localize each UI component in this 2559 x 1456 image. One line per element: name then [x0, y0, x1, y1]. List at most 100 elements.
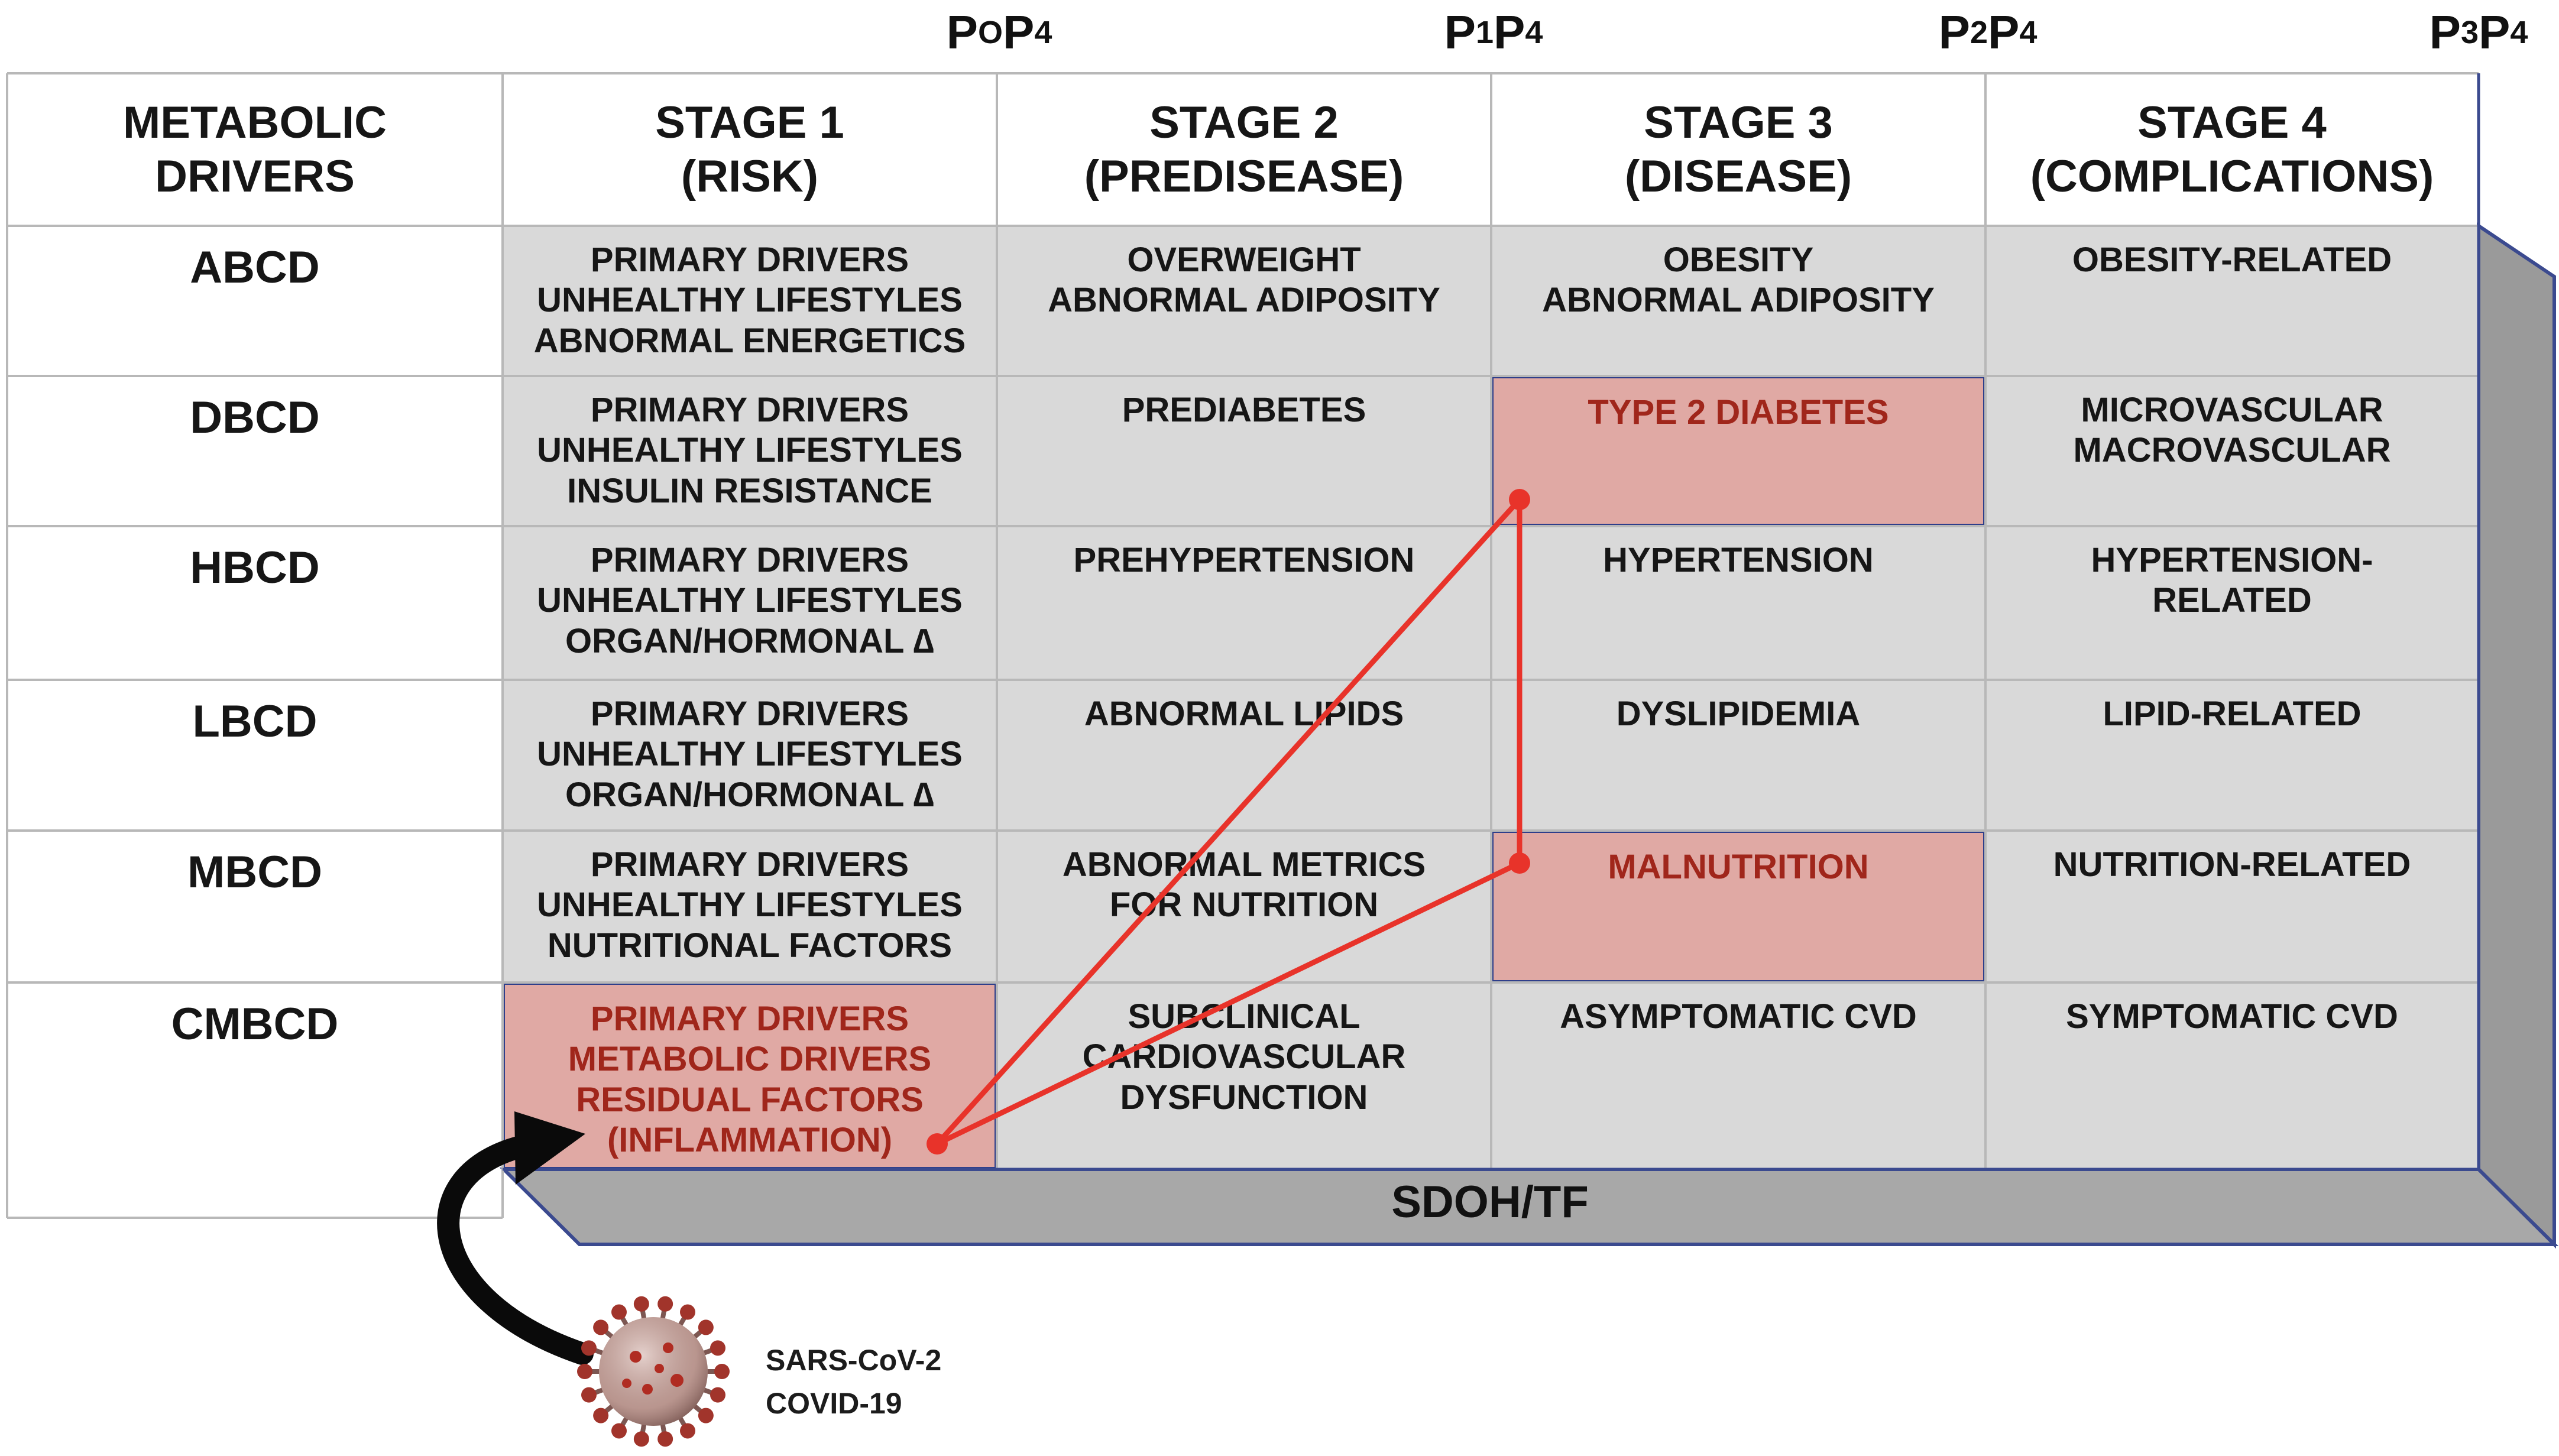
phase-subscript: 1	[1475, 15, 1494, 50]
cell-text-line: DRIVERS	[155, 151, 355, 202]
cell-text-line: (DISEASE)	[1624, 151, 1852, 202]
cell-text-line: OVERWEIGHT	[1127, 241, 1361, 279]
sdoh-tf-label: SDOH/TF	[1391, 1177, 1589, 1227]
cell-text-line: STAGE 2	[1149, 97, 1339, 148]
cell-text-line: UNHEALTHY LIFESTYLES	[537, 581, 963, 620]
cell-text-line: LBCD	[192, 696, 318, 747]
matrix-cell: OBESITY-RELATED	[1985, 226, 2479, 376]
matrix-cell: ABNORMAL LIPIDS	[997, 680, 1491, 831]
cell-text-line: MALNUTRITION	[1608, 848, 1869, 886]
cell-text-line: DBCD	[190, 393, 320, 443]
phase-letter: P	[2429, 6, 2461, 59]
cell-text-line: PRIMARY DRIVERS	[590, 541, 909, 579]
phase-subscript: 3	[2460, 15, 2479, 50]
cell-text-line: ORGAN/HORMONAL ∆	[565, 775, 935, 814]
row-label: HBCD	[7, 526, 503, 680]
matrix-cell: TYPE 2 DIABETES	[1491, 376, 1985, 526]
column-header-stage-3: STAGE 3(DISEASE)	[1491, 73, 1985, 226]
matrix-cell: MALNUTRITION	[1491, 831, 1985, 982]
cell-text-line: PRIMARY DRIVERS	[590, 1000, 909, 1038]
cell-text-line: PRIMARY DRIVERS	[590, 391, 909, 429]
column-header-stage-1: STAGE 1(RISK)	[503, 73, 997, 226]
column-header-stage-4: STAGE 4(COMPLICATIONS)	[1985, 73, 2479, 226]
matrix-cell: SYMPTOMATIC CVD	[1985, 982, 2479, 1169]
cell-text-line: HYPERTENSION	[1603, 541, 1874, 579]
cell-text-line: PRIMARY DRIVERS	[590, 241, 909, 279]
phase-letter: P	[1494, 6, 1525, 59]
cell-text-line: OBESITY	[1663, 241, 1814, 279]
cell-text-line: ABCD	[190, 242, 320, 293]
cell-text-line: UNHEALTHY LIFESTYLES	[537, 281, 963, 320]
cell-text-line: (INFLAMMATION)	[607, 1121, 893, 1160]
phase-letter: P	[1444, 6, 1476, 59]
disease-name: COVID-19	[766, 1386, 902, 1420]
cell-text-line: METABOLIC	[122, 97, 387, 148]
matrix-cell: ASYMPTOMATIC CVD	[1491, 982, 1985, 1169]
phase-letter: P	[1002, 6, 1035, 59]
cell-text-line: STAGE 4	[2137, 97, 2327, 148]
phase-subscript: 2	[1970, 15, 1988, 50]
cell-text-line: DYSFUNCTION	[1120, 1078, 1368, 1117]
cell-text-line: MICROVASCULAR	[2081, 391, 2383, 429]
cell-text-line: ASYMPTOMATIC CVD	[1560, 997, 1917, 1036]
cell-text-line: (COMPLICATIONS)	[2030, 151, 2434, 202]
matrix-cell: PREDIABETES	[997, 376, 1491, 526]
phase-subscript: 4	[1034, 15, 1052, 50]
cell-text-line: CARDIOVASCULAR	[1082, 1037, 1406, 1076]
cell-text-line: RELATED	[2152, 581, 2312, 620]
cell-text-line: RESIDUAL FACTORS	[576, 1080, 924, 1119]
cell-text-line: PRIMARY DRIVERS	[590, 695, 909, 733]
cell-text-line: UNHEALTHY LIFESTYLES	[537, 886, 963, 925]
cell-text-line: NUTRITIONAL FACTORS	[547, 926, 953, 965]
phase-subscript: 4	[2510, 15, 2528, 50]
matrix-cell: PREHYPERTENSION	[997, 526, 1491, 680]
matrix-cell: HYPERTENSION-RELATED	[1985, 526, 2479, 680]
matrix-cell: HYPERTENSION	[1491, 526, 1985, 680]
phase-letter: P	[1988, 6, 2020, 59]
cell-text-line: ORGAN/HORMONAL ∆	[565, 621, 935, 660]
cell-text-line: CMBCD	[171, 999, 339, 1049]
phase-subscript: 4	[2019, 15, 2038, 50]
cell-text-line: PREHYPERTENSION	[1073, 541, 1415, 579]
cell-text-line: INSULIN RESISTANCE	[567, 471, 932, 510]
cell-text-line: STAGE 1	[655, 97, 844, 148]
cell-text-line: (RISK)	[681, 151, 819, 202]
cell-text-line: STAGE 3	[1644, 97, 1833, 148]
cell-text-line: ABNORMAL LIPIDS	[1084, 695, 1404, 733]
cell-text-line: ABNORMAL METRICS	[1062, 845, 1426, 884]
phase-letter: P	[946, 6, 978, 59]
phase-letter: P	[1938, 6, 1970, 59]
cell-text-line: PRIMARY DRIVERS	[590, 845, 909, 884]
row-label: MBCD	[7, 831, 503, 982]
cell-text-line: FOR NUTRITION	[1109, 886, 1379, 925]
row-label: CMBCD	[7, 982, 503, 1169]
cell-text-line: PREDIABETES	[1122, 391, 1366, 429]
cell-text-line: HYPERTENSION-	[2091, 541, 2373, 579]
cell-text-line: ABNORMAL ADIPOSITY	[1542, 281, 1935, 320]
virus-name: SARS-CoV-2	[766, 1344, 942, 1377]
cell-text-line: UNHEALTHY LIFESTYLES	[537, 735, 963, 774]
cell-text-line: ABNORMAL ENERGETICS	[533, 321, 966, 360]
cell-text-line: HBCD	[190, 543, 320, 593]
virus-label: SARS-CoV-2 COVID-19	[766, 1339, 941, 1425]
row-label: ABCD	[7, 226, 503, 376]
slab-side	[2477, 222, 2556, 1249]
cell-text-line: SYMPTOMATIC CVD	[2066, 997, 2398, 1036]
matrix-cell: NUTRITION-RELATED	[1985, 831, 2479, 982]
cell-text-line: NUTRITION-RELATED	[2053, 845, 2411, 884]
cell-text-line: MBCD	[187, 847, 322, 897]
cell-text-line: METABOLIC DRIVERS	[568, 1040, 932, 1079]
